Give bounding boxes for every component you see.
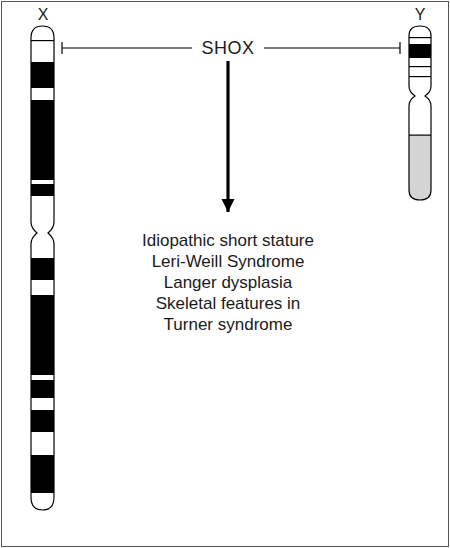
gene-text: SHOX xyxy=(192,37,264,59)
y-chromosome-outline xyxy=(409,26,431,200)
x-chromosome: X xyxy=(24,6,62,512)
chromosome-label: X xyxy=(24,6,62,24)
gene-locus-line xyxy=(62,47,192,48)
gene-name: SHOX xyxy=(192,37,264,59)
y-chromosome: Y xyxy=(400,6,440,202)
phenotype-list: Idiopathic short statureLeri-Weill Syndr… xyxy=(95,212,361,338)
x-chromosome-bands xyxy=(30,25,56,515)
gene-locus-line xyxy=(264,47,400,48)
phenotype-text: Langer dysplasia xyxy=(135,272,321,293)
phenotype-text: Skeletal features in Turner syndrome xyxy=(135,293,321,335)
chromosome-label: Y xyxy=(400,6,440,24)
x-chromosome-outline xyxy=(31,26,54,510)
phenotype-text: Leri-Weill Syndrome xyxy=(135,251,321,272)
phenotype-text: Idiopathic short stature xyxy=(135,230,321,251)
tee-end xyxy=(61,42,62,54)
y-chromosome-bands xyxy=(408,25,432,205)
tee-end xyxy=(399,42,400,54)
arrow-connector xyxy=(226,61,229,212)
